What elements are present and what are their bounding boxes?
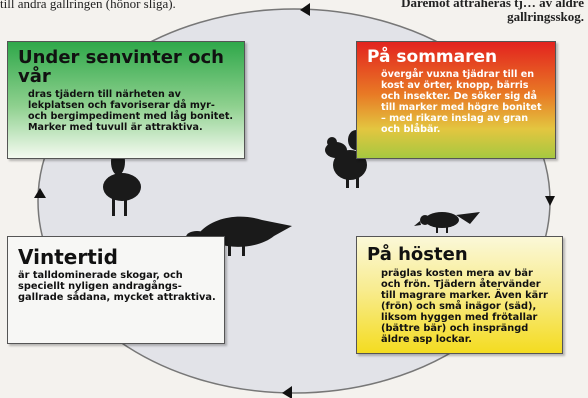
season-card-autumn: På hösten präglas kosten mera av bär och… bbox=[356, 236, 563, 354]
season-title-winter: Vintertid bbox=[18, 243, 216, 267]
season-title-spring: Under senvinter och vår bbox=[18, 48, 236, 86]
season-text-autumn: präglas kosten mera av bär och frön. Tjä… bbox=[367, 268, 554, 345]
season-card-spring: Under senvinter och vår dras tjädern til… bbox=[7, 41, 245, 159]
season-text-summer: övergår vuxna tjädrar till en kost av ör… bbox=[367, 69, 547, 135]
season-text-winter: är talldominerade skogar, och speciellt … bbox=[18, 270, 216, 303]
season-text-spring: dras tjädern till närheten av lekplatsen… bbox=[18, 89, 236, 133]
season-card-winter: Vintertid är talldominerade skogar, och … bbox=[7, 236, 225, 344]
season-title-summer: På sommaren bbox=[367, 48, 547, 66]
season-card-summer: På sommaren övergår vuxna tjädrar till e… bbox=[356, 41, 556, 159]
season-title-autumn: På hösten bbox=[367, 243, 554, 265]
